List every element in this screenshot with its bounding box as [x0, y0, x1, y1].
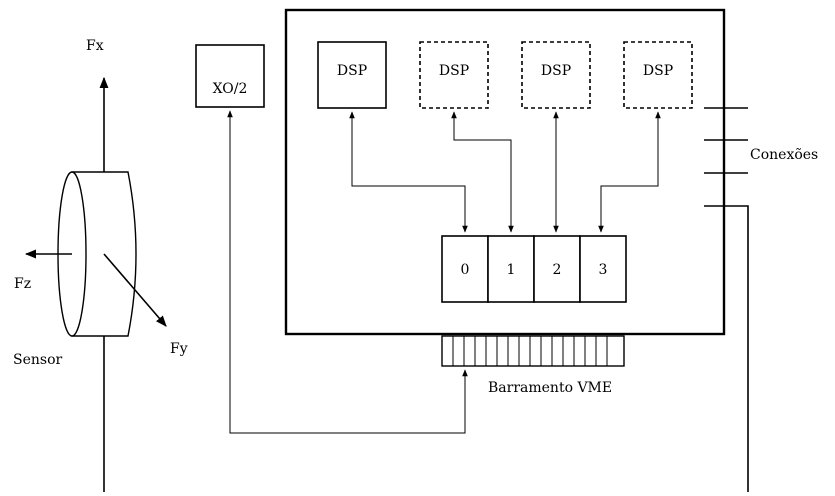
xo-block: XO/2 — [195, 44, 265, 108]
dsp-box — [521, 41, 591, 109]
dsp-2: DSP — [521, 41, 591, 109]
dsp-box — [317, 41, 387, 109]
dsp-1: DSP — [419, 41, 489, 109]
dsp-box — [419, 41, 489, 109]
dsp-box — [623, 41, 693, 109]
connections-label: Conexões — [750, 147, 818, 163]
vme-bus-connector — [441, 335, 625, 367]
fx-label: Fx — [86, 38, 104, 54]
sensor: Fx Fz Fy Sensor — [13, 38, 188, 492]
slot-1-label: 1 — [507, 262, 516, 278]
fz-label: Fz — [14, 276, 31, 292]
slot-0-label: 0 — [461, 262, 470, 278]
slot-3-label: 3 — [599, 262, 608, 278]
xo-box — [195, 44, 265, 108]
dsp-label: DSP — [337, 63, 367, 79]
link-dsp0-slot0 — [349, 111, 468, 233]
xo-label: XO/2 — [213, 81, 248, 97]
bus-label: Barramento VME — [488, 380, 612, 396]
link-xo-bus — [227, 110, 468, 434]
fy-arrow — [103, 253, 167, 327]
bus-connector-outline — [441, 335, 625, 367]
slot-1 — [487, 235, 535, 303]
slot-2-label: 2 — [553, 262, 562, 278]
dsp-0: DSP — [317, 41, 387, 109]
dsp-3: DSP — [623, 41, 693, 109]
link-dsp1-slot1 — [451, 111, 514, 233]
sensor-label: Sensor — [13, 352, 63, 368]
dsp-label: DSP — [439, 63, 469, 79]
dsp-slot-links — [349, 111, 661, 233]
slot-3 — [579, 235, 627, 303]
link-dsp3-slot3 — [598, 111, 661, 233]
dsp-label: DSP — [541, 63, 571, 79]
fy-label: Fy — [170, 341, 188, 357]
connection-line-to-sensor — [704, 205, 749, 492]
slot-array: 0 1 2 3 — [441, 235, 627, 303]
slot-2 — [533, 235, 581, 303]
connections — [704, 107, 749, 492]
dsp-label: DSP — [643, 63, 673, 79]
